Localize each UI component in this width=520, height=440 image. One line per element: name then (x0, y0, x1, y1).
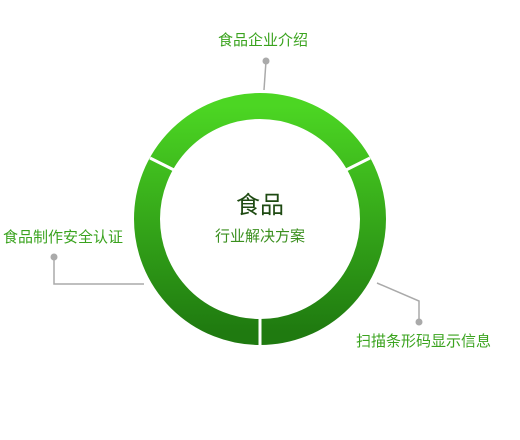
connector-left (50, 253, 144, 285)
ring-separator-top-left (149, 156, 177, 173)
segment-label-safety-cert[interactable]: 食品制作安全认证 (3, 228, 124, 246)
center-title: 食品 (236, 191, 284, 219)
segment-label-company-intro[interactable]: 食品企业介绍 (218, 31, 309, 49)
segment-label-barcode-info[interactable]: 扫描条形码显示信息 (356, 332, 492, 350)
center-subtitle: 行业解决方案 (214, 227, 305, 245)
connector-top (262, 57, 270, 91)
ring-separator-top-right (343, 156, 371, 173)
connector-right (376, 282, 423, 326)
